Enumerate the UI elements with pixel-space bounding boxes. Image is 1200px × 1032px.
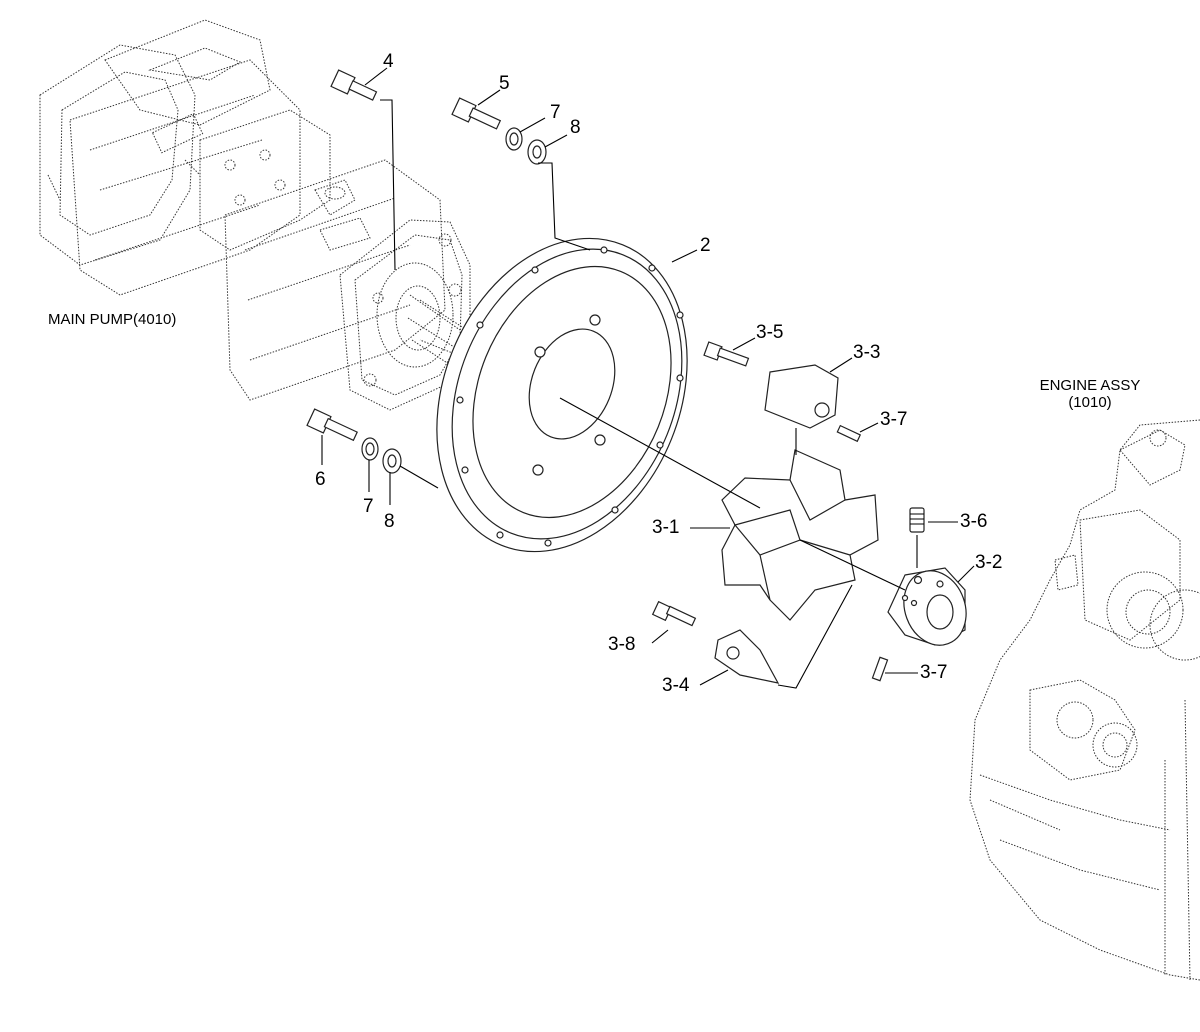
callout-6: 6 xyxy=(315,469,326,490)
callout-5: 5 xyxy=(499,73,510,94)
callout-3-3: 3-3 xyxy=(853,342,881,363)
callout-3-7-lower: 3-7 xyxy=(920,662,948,683)
callout-2: 2 xyxy=(700,235,711,256)
callout-3-4: 3-4 xyxy=(662,675,690,696)
engine-drawing xyxy=(969,419,1200,981)
callout-3-7-upper: 3-7 xyxy=(880,409,908,430)
leader-lines xyxy=(321,67,975,689)
engine-assy-title: ENGINE ASSY xyxy=(1039,377,1141,394)
main-pump-label: MAIN PUMP(4010) xyxy=(48,311,177,328)
engine-assy-code: (1010) xyxy=(1068,393,1112,411)
clamp-pieces-drawing xyxy=(714,364,839,684)
callout-8-lower: 8 xyxy=(384,511,395,532)
callout-7-upper: 7 xyxy=(550,102,561,123)
callout-3-8: 3-8 xyxy=(608,634,636,655)
callout-4: 4 xyxy=(383,51,394,72)
callout-3-1: 3-1 xyxy=(652,517,680,538)
callout-3-2: 3-2 xyxy=(975,552,1003,573)
engine-assy-label: ENGINE ASSY (1010) xyxy=(1020,377,1160,411)
callout-3-5: 3-5 xyxy=(756,322,784,343)
main-pump-drawing xyxy=(39,19,471,411)
callout-7-lower: 7 xyxy=(363,496,374,517)
callout-3-6: 3-6 xyxy=(960,511,988,532)
flywheel-housing-drawing xyxy=(436,237,688,553)
coupling-element-drawing xyxy=(721,449,879,621)
callout-8-upper: 8 xyxy=(570,117,581,138)
hub-drawing xyxy=(887,567,967,646)
hardware-drawing xyxy=(306,69,925,682)
